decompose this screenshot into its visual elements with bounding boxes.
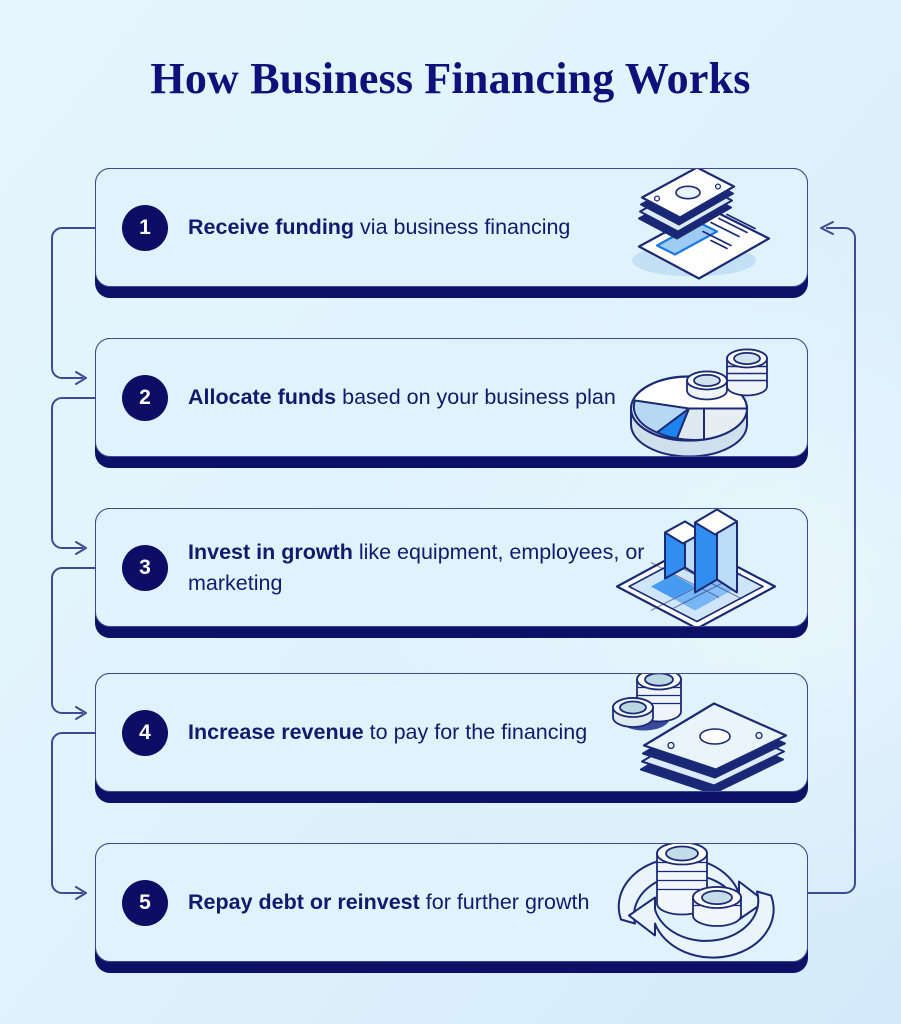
step-text-4: Increase revenue to pay for the financin… [188,717,587,748]
step-headline-4: Increase revenue [188,720,364,745]
page-title: How Business Financing Works [150,54,751,103]
step-number-badge-2: 2 [122,374,168,421]
step-detail-2: based on your business plan [336,385,616,410]
step-text-2: Allocate funds based on your business pl… [188,382,616,413]
step-number-badge-5: 5 [122,879,168,926]
cash-on-document-icon [632,169,771,280]
step-card-5[interactable]: 5 Repay debt or reinvest for further gro… [95,843,808,962]
step-detail-4: to pay for the financing [363,720,588,745]
step-card-4[interactable]: 4 Increase revenue to pay for the financ… [95,673,808,792]
step-headline-2: Allocate funds [188,385,337,410]
arrowhead-5-to-1 [820,221,834,235]
arrowhead-2-to-3 [75,541,87,555]
step-card-3[interactable]: 3 Invest in growth like equipment, emplo… [95,508,808,627]
connector-1-to-2 [51,227,95,379]
step-number-badge-3: 3 [122,544,168,591]
step-text-1: Receive funding via business financing [188,212,570,243]
pie-chart-with-coins-icon [629,348,768,456]
arrowhead-4-to-5 [75,886,87,900]
connector-3-to-4 [51,567,95,714]
cash-and-coins-icon [612,674,788,791]
arrowhead-1-to-2 [75,371,87,385]
step-text-3: Invest in growth like equipment, employe… [188,537,658,598]
step-card-1[interactable]: 1 Receive funding via business financing [95,168,808,287]
step-card-2[interactable]: 2 Allocate funds based on your business … [95,338,808,457]
step-number-badge-1: 1 [122,204,168,251]
connector-4-to-5 [51,732,95,894]
step-headline-3: Invest in growth [188,539,353,564]
step-number-badge-4: 4 [122,709,168,756]
connector-2-to-3 [51,397,95,549]
step-detail-1: via business financing [354,215,571,240]
arrowhead-3-to-4 [75,706,87,720]
step-headline-1: Receive funding [188,215,355,240]
connector-5-to-1 [808,227,856,894]
step-detail-5: for further growth [419,890,590,915]
recycle-coins-icon [617,844,775,959]
step-text-5: Repay debt or reinvest for further growt… [188,887,589,918]
step-detail-3: like equipment, employees, or marketing [188,539,645,595]
step-headline-5: Repay debt or reinvest [188,890,420,915]
